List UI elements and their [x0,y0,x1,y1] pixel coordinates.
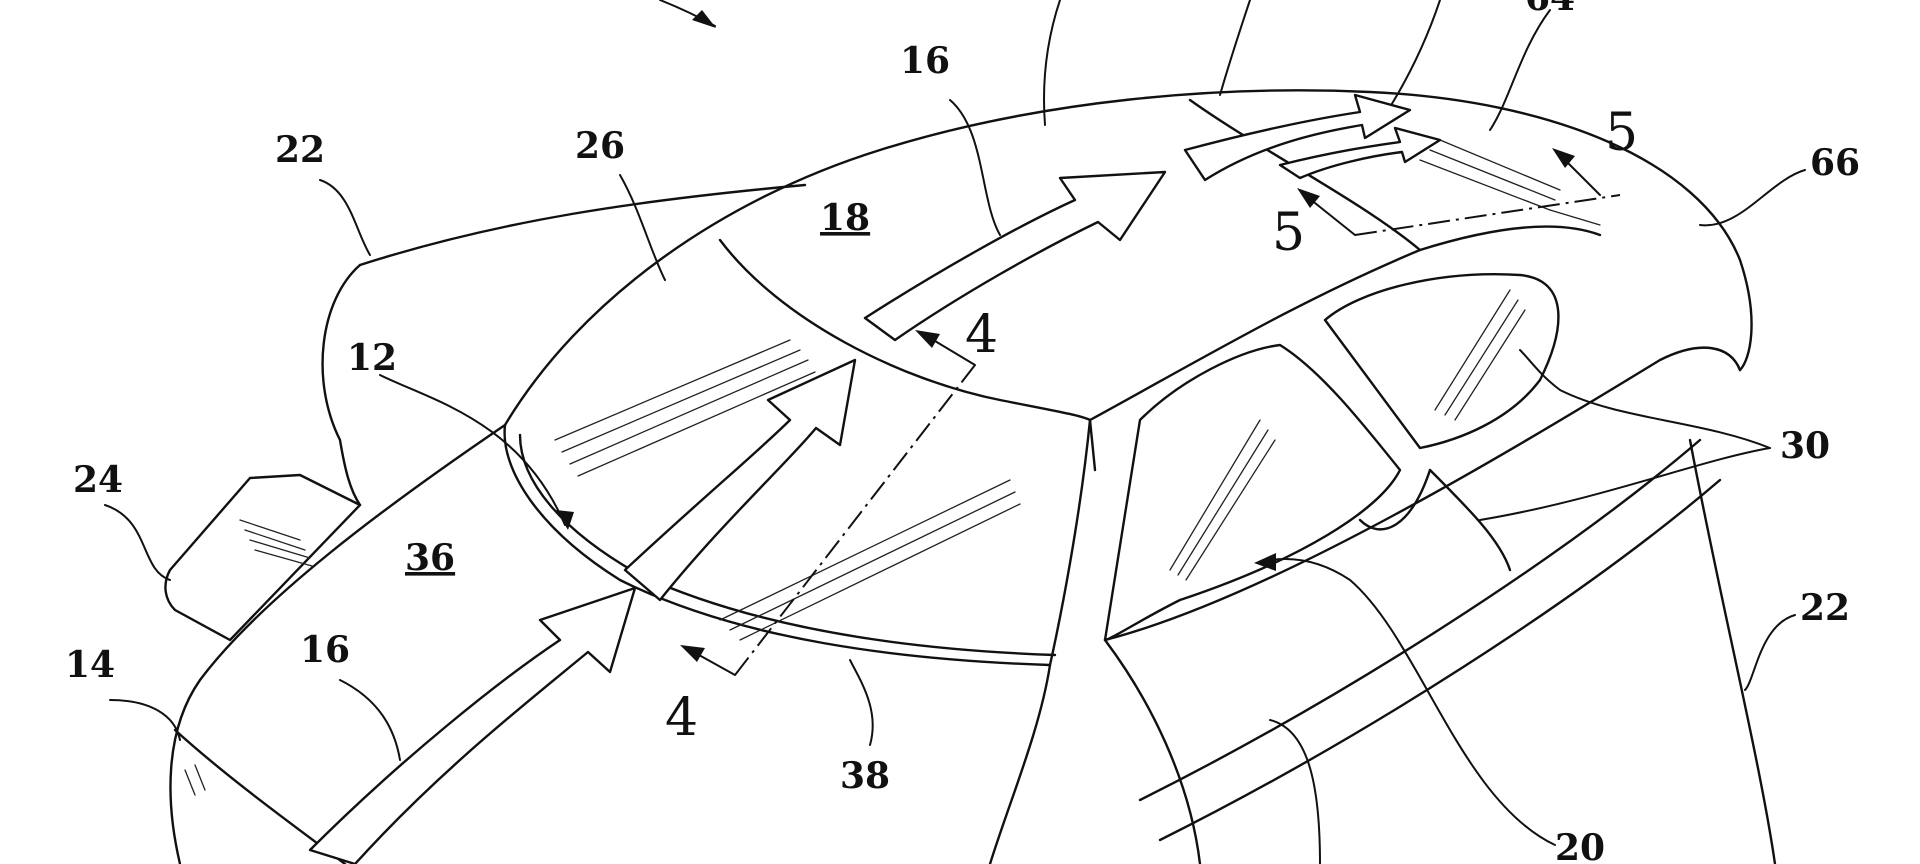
rear-light-block [164,473,362,642]
ref-64: 64 [1525,0,1575,19]
section-line-4 [734,364,976,676]
ref-12: 12 [347,337,397,379]
airflow-arrow-hood [863,170,1167,342]
side-window-front [1103,343,1402,642]
section-line-5 [1354,194,1621,236]
ref-66: 66 [1810,142,1860,184]
leader-16b [339,679,401,761]
nose-hatch [184,764,206,796]
rear-vent-hatch [1419,139,1601,226]
side-window-rear [1323,273,1560,450]
body-side-line-1 [988,663,1052,864]
airflow-arrow-lower [308,586,637,864]
ref-22-upper: 22 [275,129,325,171]
airflow-arrow-rear [1183,93,1412,182]
leader-22a [319,179,371,256]
leader-top-2 [1219,0,1251,96]
airflow-arrow-windshield [623,358,857,602]
rear-spoiler-top [358,183,807,267]
leader-20 [1259,558,1556,846]
canopy-outline [503,89,1753,427]
sill-line-2 [1138,438,1702,802]
leader-38 [849,659,874,746]
rear-spoiler-outline [321,263,362,507]
door-seam-2 [1358,468,1432,531]
window-hatch [1169,289,1526,581]
section-arrow-5-lower [1297,188,1356,236]
ref-14: 14 [65,644,115,686]
section-label-5-upper: 5 [1605,103,1638,163]
windshield-hatch [554,339,1021,641]
leader-14 [109,699,181,741]
ref-36: 36 [405,537,455,579]
ref-38: 38 [840,755,890,797]
ref-24: 24 [73,459,123,501]
section-arrow-4-upper [915,330,976,366]
leader-30a [1519,349,1771,449]
airflow-arrow-rear-2 [1278,126,1442,180]
windshield-curve-inner [518,433,1057,657]
leader-64 [1489,9,1551,131]
leader-12 [379,374,566,526]
ref-30: 30 [1780,425,1830,467]
figure-pointer-arrow [659,0,716,28]
hood-boundary [718,238,1097,472]
ref-16-lower: 16 [300,629,350,671]
leader-20-head [1254,553,1276,571]
ref-22-lower: 22 [1800,587,1850,629]
ref-18: 18 [820,197,870,239]
windshield-curve [503,423,1052,667]
body-outline-left [169,423,507,864]
leader-top-3 [1384,0,1441,116]
sill-line-3 [1158,478,1722,842]
leader-24 [104,504,171,581]
body-side-line-2 [1103,638,1202,864]
sill-line-1 [1103,346,1742,642]
a-pillar-line [1048,418,1092,667]
rear-quarter-line [1688,438,1777,864]
ref-26: 26 [575,125,625,167]
rear-light-hatch [239,519,313,567]
leader-16a [949,99,1001,236]
leader-body-lower [1269,719,1321,864]
section-label-4-lower: 4 [665,688,698,748]
leader-66 [1699,169,1806,227]
section-arrow-4-lower [680,645,736,676]
leader-top-1 [1043,0,1061,126]
section-label-5-lower: 5 [1272,203,1305,263]
ref-16-upper: 16 [900,40,950,82]
section-label-4-upper: 4 [965,305,998,365]
door-seam [1428,468,1512,572]
leader-22b [1744,614,1796,691]
ref-20: 20 [1555,827,1605,864]
rear-deck-curve [1088,225,1602,422]
leader-30b [1479,447,1771,521]
leader-12-head [556,510,574,530]
section-arrow-5-upper [1552,148,1601,196]
leader-26 [619,174,666,281]
